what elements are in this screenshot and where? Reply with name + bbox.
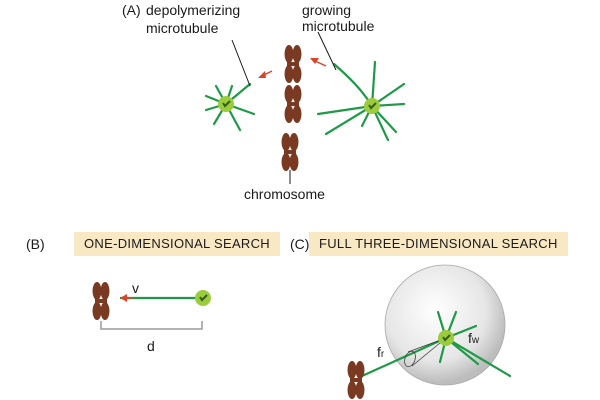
- chromosome-top: [284, 45, 302, 83]
- depolymerizing-label-line2: microtubule: [146, 20, 219, 36]
- arrow-right-grow: [310, 58, 327, 67]
- distance-bracket: [100, 321, 203, 330]
- arrow-left-shrink: [258, 70, 273, 78]
- leader-lines: [231, 31, 337, 184]
- growing-label-line1: growing: [302, 2, 352, 18]
- panel-c-label: (C): [290, 236, 310, 252]
- search-sphere: [384, 264, 506, 386]
- right-centrosome: [363, 97, 381, 115]
- velocity-arrow: [120, 294, 134, 302]
- panel-a-graphic: [204, 31, 406, 184]
- panel-c-graphic: [347, 264, 512, 399]
- left-centrosome: [217, 95, 235, 113]
- chromosome-bottom: [281, 133, 299, 171]
- distance-label: d: [147, 338, 155, 354]
- one-dimensional-search-banner: ONE-DIMENSIONAL SEARCH: [74, 232, 280, 256]
- three-dimensional-search-banner: FULL THREE-DIMENSIONAL SEARCH: [309, 232, 568, 256]
- panel-b-graphic: [92, 282, 212, 330]
- fr-label: fr: [377, 344, 385, 360]
- chromosome-label: chromosome: [244, 186, 325, 202]
- depolymerizing-label-line1: depolymerizing: [146, 2, 241, 18]
- panel-c-chromosome: [347, 361, 365, 399]
- panel-b-centrosome: [194, 289, 212, 307]
- chromosome-middle: [284, 85, 302, 123]
- growing-label-line2: microtubule: [302, 18, 375, 34]
- velocity-label: v: [132, 280, 139, 296]
- fw-label: fw: [468, 330, 480, 346]
- right-aster-microtubules: [316, 60, 406, 142]
- panel-a-label: (A): [122, 2, 141, 18]
- panel-b-label: (B): [26, 236, 45, 252]
- panel-c-centrosome: [437, 329, 455, 347]
- panel-b-chromosome: [92, 282, 110, 320]
